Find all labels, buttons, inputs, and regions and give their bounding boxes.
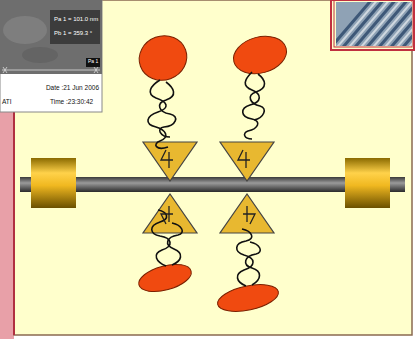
electrode [31, 158, 76, 208]
protein-ellipses [133, 29, 291, 316]
timestamp-label: Time :23:30:42 [50, 98, 93, 105]
dna-strands [148, 72, 265, 286]
linker-triangles [143, 142, 274, 233]
electrode [345, 158, 390, 208]
measurement-label: Pb 1 = 359.3 ° [54, 30, 92, 37]
triangle-marks [161, 150, 255, 224]
measurement-label: Pa 1 [87, 59, 99, 65]
timestamp-label: Date :21 Jun 2006 [46, 84, 99, 91]
timestamp-label: ATI [2, 98, 12, 105]
stripe-photo [320, 0, 416, 60]
measurement-label: Pa 1 = 101.0 nm [54, 16, 98, 23]
sem-inset [0, 0, 102, 112]
